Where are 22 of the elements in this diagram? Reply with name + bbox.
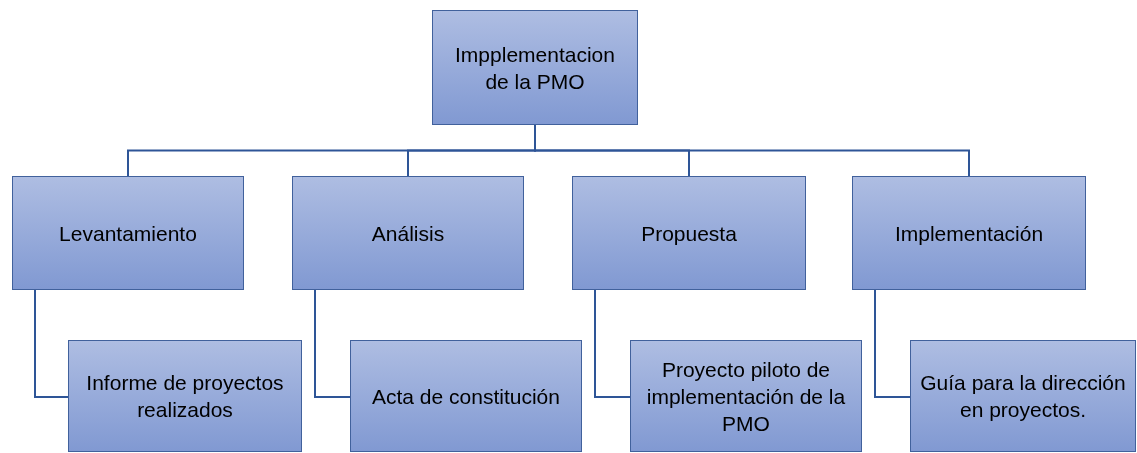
process-box (630, 340, 862, 452)
process-box (852, 176, 1086, 290)
connector-line (314, 289, 351, 398)
connector-line (594, 289, 631, 398)
connector-line (34, 289, 69, 398)
process-box (432, 10, 638, 125)
box-label: Proyecto piloto de implementación de la PMO (645, 356, 847, 437)
process-box (68, 340, 302, 452)
box-label: Guía para la dirección en proyectos. (919, 370, 1127, 423)
process-box (572, 176, 806, 290)
box-label: Implementación (894, 220, 1044, 247)
box-label: Análisis (371, 220, 445, 247)
box-label: Impplementacion de la PMO (454, 41, 616, 95)
box-label: Informe de proyectos realizados (85, 370, 285, 423)
process-box (12, 176, 244, 290)
box-label: Levantamiento (59, 220, 197, 247)
box-label: Propuesta (641, 220, 737, 247)
process-box (910, 340, 1136, 452)
process-box (292, 176, 524, 290)
process-box (350, 340, 582, 452)
box-label: Acta de constitución (372, 383, 560, 410)
connector-line (874, 289, 911, 398)
